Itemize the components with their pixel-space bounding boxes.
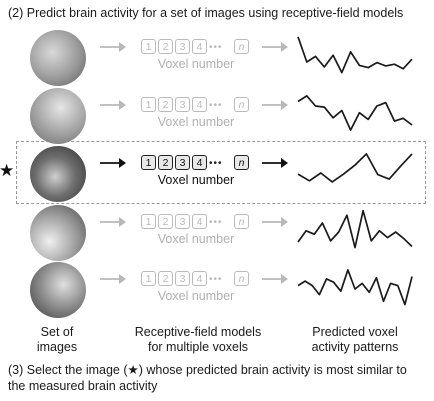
step3-line2: the measured brain activity [8, 379, 158, 393]
voxel-box: n [234, 39, 249, 54]
voxel-box: 3 [175, 271, 190, 286]
voxel-box: 1 [141, 271, 156, 286]
image-thumbnail [30, 262, 86, 318]
image-thumbnail [30, 146, 86, 202]
arrow-icon [262, 100, 288, 110]
arrow-icon [262, 42, 288, 52]
voxel-box: 4 [192, 97, 207, 112]
label-models: Receptive-field models for multiple voxe… [134, 325, 262, 354]
arrow-icon [100, 217, 126, 227]
voxel-box: 4 [192, 155, 207, 170]
ellipsis-icon: ••• [209, 274, 223, 285]
star-marker-icon: ★ [0, 161, 15, 180]
voxel-box: 3 [175, 97, 190, 112]
voxel-box: 2 [158, 97, 173, 112]
voxel-box: 4 [192, 271, 207, 286]
label-images: Set of images [36, 325, 78, 354]
label-patterns: Predicted voxel activity patterns [311, 325, 399, 354]
arrow-icon [262, 274, 288, 284]
voxel-box: 3 [175, 214, 190, 229]
ellipsis-icon: ••• [209, 42, 223, 53]
voxel-box: 3 [175, 155, 190, 170]
activity-pattern-line [297, 269, 413, 306]
voxel-number-label: Voxel number [157, 115, 235, 129]
selected-row-highlight [16, 141, 426, 204]
voxel-box: n [234, 271, 249, 286]
voxel-box: 2 [158, 271, 173, 286]
voxel-box: 1 [141, 155, 156, 170]
ellipsis-icon: ••• [209, 217, 223, 228]
arrow-icon [100, 158, 126, 168]
step2-heading: (2) Predict brain activity for a set of … [8, 6, 404, 20]
voxel-box: 2 [158, 214, 173, 229]
voxel-number-label: Voxel number [157, 57, 235, 71]
voxel-box: n [234, 214, 249, 229]
arrow-icon [100, 42, 126, 52]
arrow-icon [262, 158, 288, 168]
voxel-box: n [234, 155, 249, 170]
voxel-box: 2 [158, 39, 173, 54]
activity-pattern-line [297, 36, 413, 74]
voxel-box: 2 [158, 155, 173, 170]
activity-pattern-line [297, 209, 413, 249]
voxel-box: 1 [141, 39, 156, 54]
activity-pattern-line [297, 153, 413, 183]
image-thumbnail [30, 205, 86, 261]
voxel-number-label: Voxel number [157, 173, 235, 187]
voxel-box: n [234, 97, 249, 112]
arrow-icon [100, 274, 126, 284]
activity-pattern-line [297, 95, 413, 131]
voxel-box: 4 [192, 214, 207, 229]
arrow-icon [262, 217, 288, 227]
voxel-box: 4 [192, 39, 207, 54]
voxel-number-label: Voxel number [157, 289, 235, 303]
voxel-box: 1 [141, 97, 156, 112]
voxel-number-label: Voxel number [157, 232, 235, 246]
voxel-box: 3 [175, 39, 190, 54]
arrow-icon [100, 100, 126, 110]
ellipsis-icon: ••• [209, 158, 223, 169]
ellipsis-icon: ••• [209, 100, 223, 111]
step3-line1: (3) Select the image (★) whose predicted… [8, 363, 407, 377]
image-thumbnail [30, 30, 86, 86]
voxel-box: 1 [141, 214, 156, 229]
image-thumbnail [30, 88, 86, 144]
